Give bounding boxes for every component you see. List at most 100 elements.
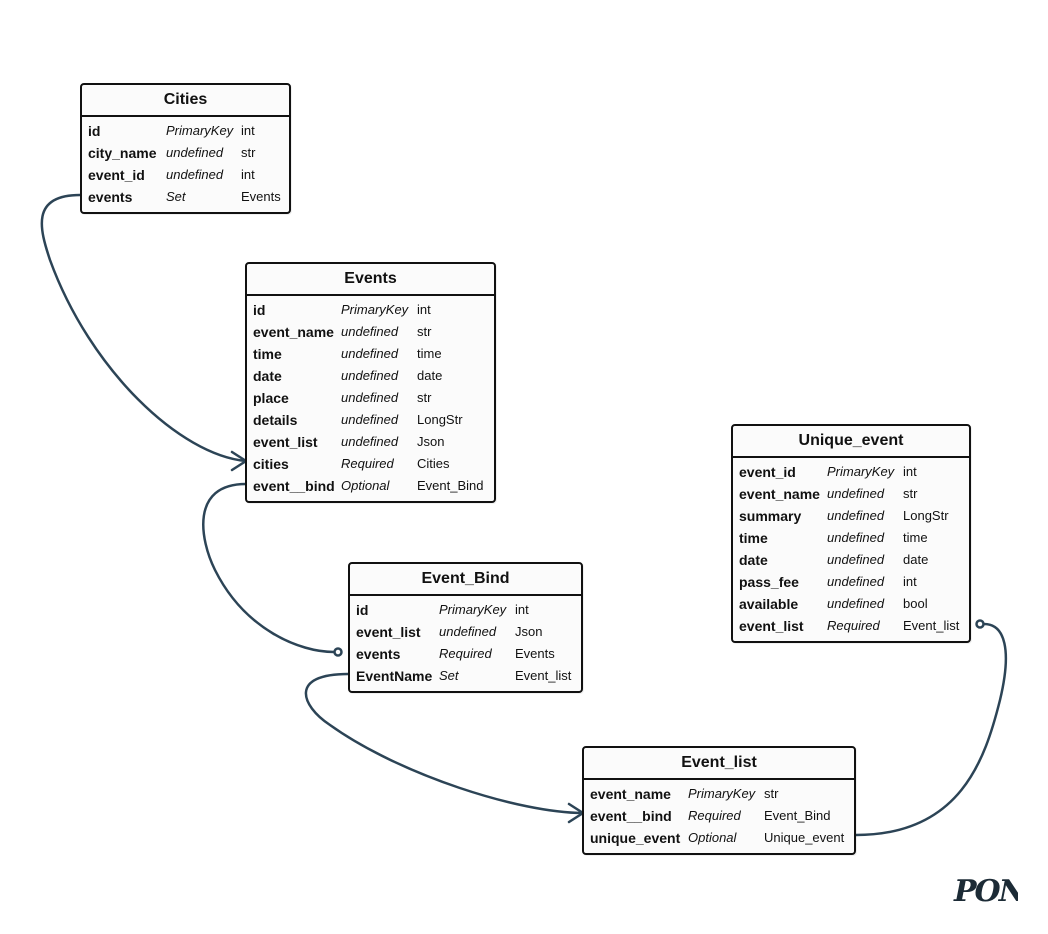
attribute-name: time	[253, 346, 282, 362]
attribute-kind: undefined	[827, 508, 885, 523]
attribute-name: id	[88, 123, 101, 139]
connector-eventlist-uniqueevent	[854, 622, 1008, 837]
attribute-name: pass_fee	[739, 574, 799, 590]
attribute-kind: undefined	[166, 145, 224, 160]
attribute-type: int	[241, 123, 255, 138]
attribute-row: summary undefined LongStr	[733, 505, 969, 527]
attribute-row: event_list undefined Json	[247, 431, 494, 453]
attribute-name: event_list	[253, 434, 318, 450]
attribute-type: bool	[903, 596, 928, 611]
attribute-kind: undefined	[827, 574, 885, 589]
attribute-name: id	[253, 302, 266, 318]
attribute-name: unique_event	[590, 830, 681, 846]
attribute-type: Event_Bind	[417, 478, 484, 493]
optional-marker-eventbind	[333, 647, 343, 657]
attribute-row: events Set Events	[82, 186, 289, 208]
attribute-kind: undefined	[341, 434, 399, 449]
attribute-type: str	[417, 324, 432, 339]
pony-logo: PONY	[953, 874, 1018, 908]
attribute-type: int	[515, 602, 529, 617]
attribute-kind: PrimaryKey	[341, 302, 409, 317]
attribute-row: id PrimaryKey int	[350, 599, 581, 621]
attribute-row: event_name undefined str	[247, 321, 494, 343]
attribute-kind: undefined	[827, 552, 885, 567]
attribute-name: event_name	[253, 324, 334, 340]
attribute-name: event__bind	[590, 808, 672, 824]
attribute-kind: undefined	[166, 167, 224, 182]
attribute-name: cities	[253, 456, 289, 472]
attribute-kind: Optional	[341, 478, 390, 493]
entity-title: Unique_event	[733, 426, 969, 458]
attribute-row: unique_event Optional Unique_event	[584, 827, 854, 849]
attribute-row: pass_fee undefined int	[733, 571, 969, 593]
attribute-type: date	[903, 552, 929, 567]
attribute-name: details	[253, 412, 298, 428]
attribute-type: Json	[417, 434, 445, 449]
attribute-kind: undefined	[439, 624, 497, 639]
attribute-name: event_name	[739, 486, 820, 502]
attribute-type: time	[903, 530, 928, 545]
attribute-name: event_list	[356, 624, 421, 640]
attribute-name: event_id	[739, 464, 796, 480]
attribute-name: id	[356, 602, 369, 618]
connector-eventbind-eventlist	[304, 672, 585, 815]
attribute-type: LongStr	[903, 508, 949, 523]
attribute-kind: undefined	[341, 324, 399, 339]
attribute-name: summary	[739, 508, 802, 524]
attribute-type: str	[903, 486, 918, 501]
attribute-row: id PrimaryKey int	[247, 299, 494, 321]
attribute-type: Unique_event	[764, 830, 845, 845]
attribute-name: date	[253, 368, 282, 384]
attribute-kind: Required	[827, 618, 880, 633]
attribute-kind: undefined	[341, 412, 399, 427]
attribute-type: int	[417, 302, 431, 317]
entity-event-bind[interactable]: Event_Bind id PrimaryKey int event_list unde…	[348, 562, 583, 693]
attribute-type: Event_list	[515, 668, 572, 683]
entity-title: Event_Bind	[350, 564, 581, 596]
attribute-type: Events	[241, 189, 281, 204]
attribute-type: Cities	[417, 456, 450, 471]
attribute-kind: Required	[439, 646, 492, 661]
attribute-kind: undefined	[341, 368, 399, 383]
attribute-type: int	[903, 574, 917, 589]
attribute-type: time	[417, 346, 442, 361]
svg-text:PONY: PONY	[953, 874, 1018, 908]
attribute-name: event_name	[590, 786, 671, 802]
attribute-type: Events	[515, 646, 555, 661]
attribute-name: time	[739, 530, 768, 546]
attribute-name: place	[253, 390, 289, 406]
crowfoot-events-cities	[230, 450, 249, 472]
attribute-type: int	[241, 167, 255, 182]
attribute-type: int	[903, 464, 917, 479]
attribute-kind: undefined	[827, 486, 885, 501]
attribute-kind: Set	[439, 668, 459, 683]
crowfoot-eventlist-eventbind	[567, 802, 586, 824]
attribute-name: events	[88, 189, 133, 205]
attribute-name: event_list	[739, 618, 804, 634]
attribute-kind: Optional	[688, 830, 737, 845]
attribute-kind: Set	[166, 189, 186, 204]
attribute-kind: PrimaryKey	[439, 602, 507, 617]
